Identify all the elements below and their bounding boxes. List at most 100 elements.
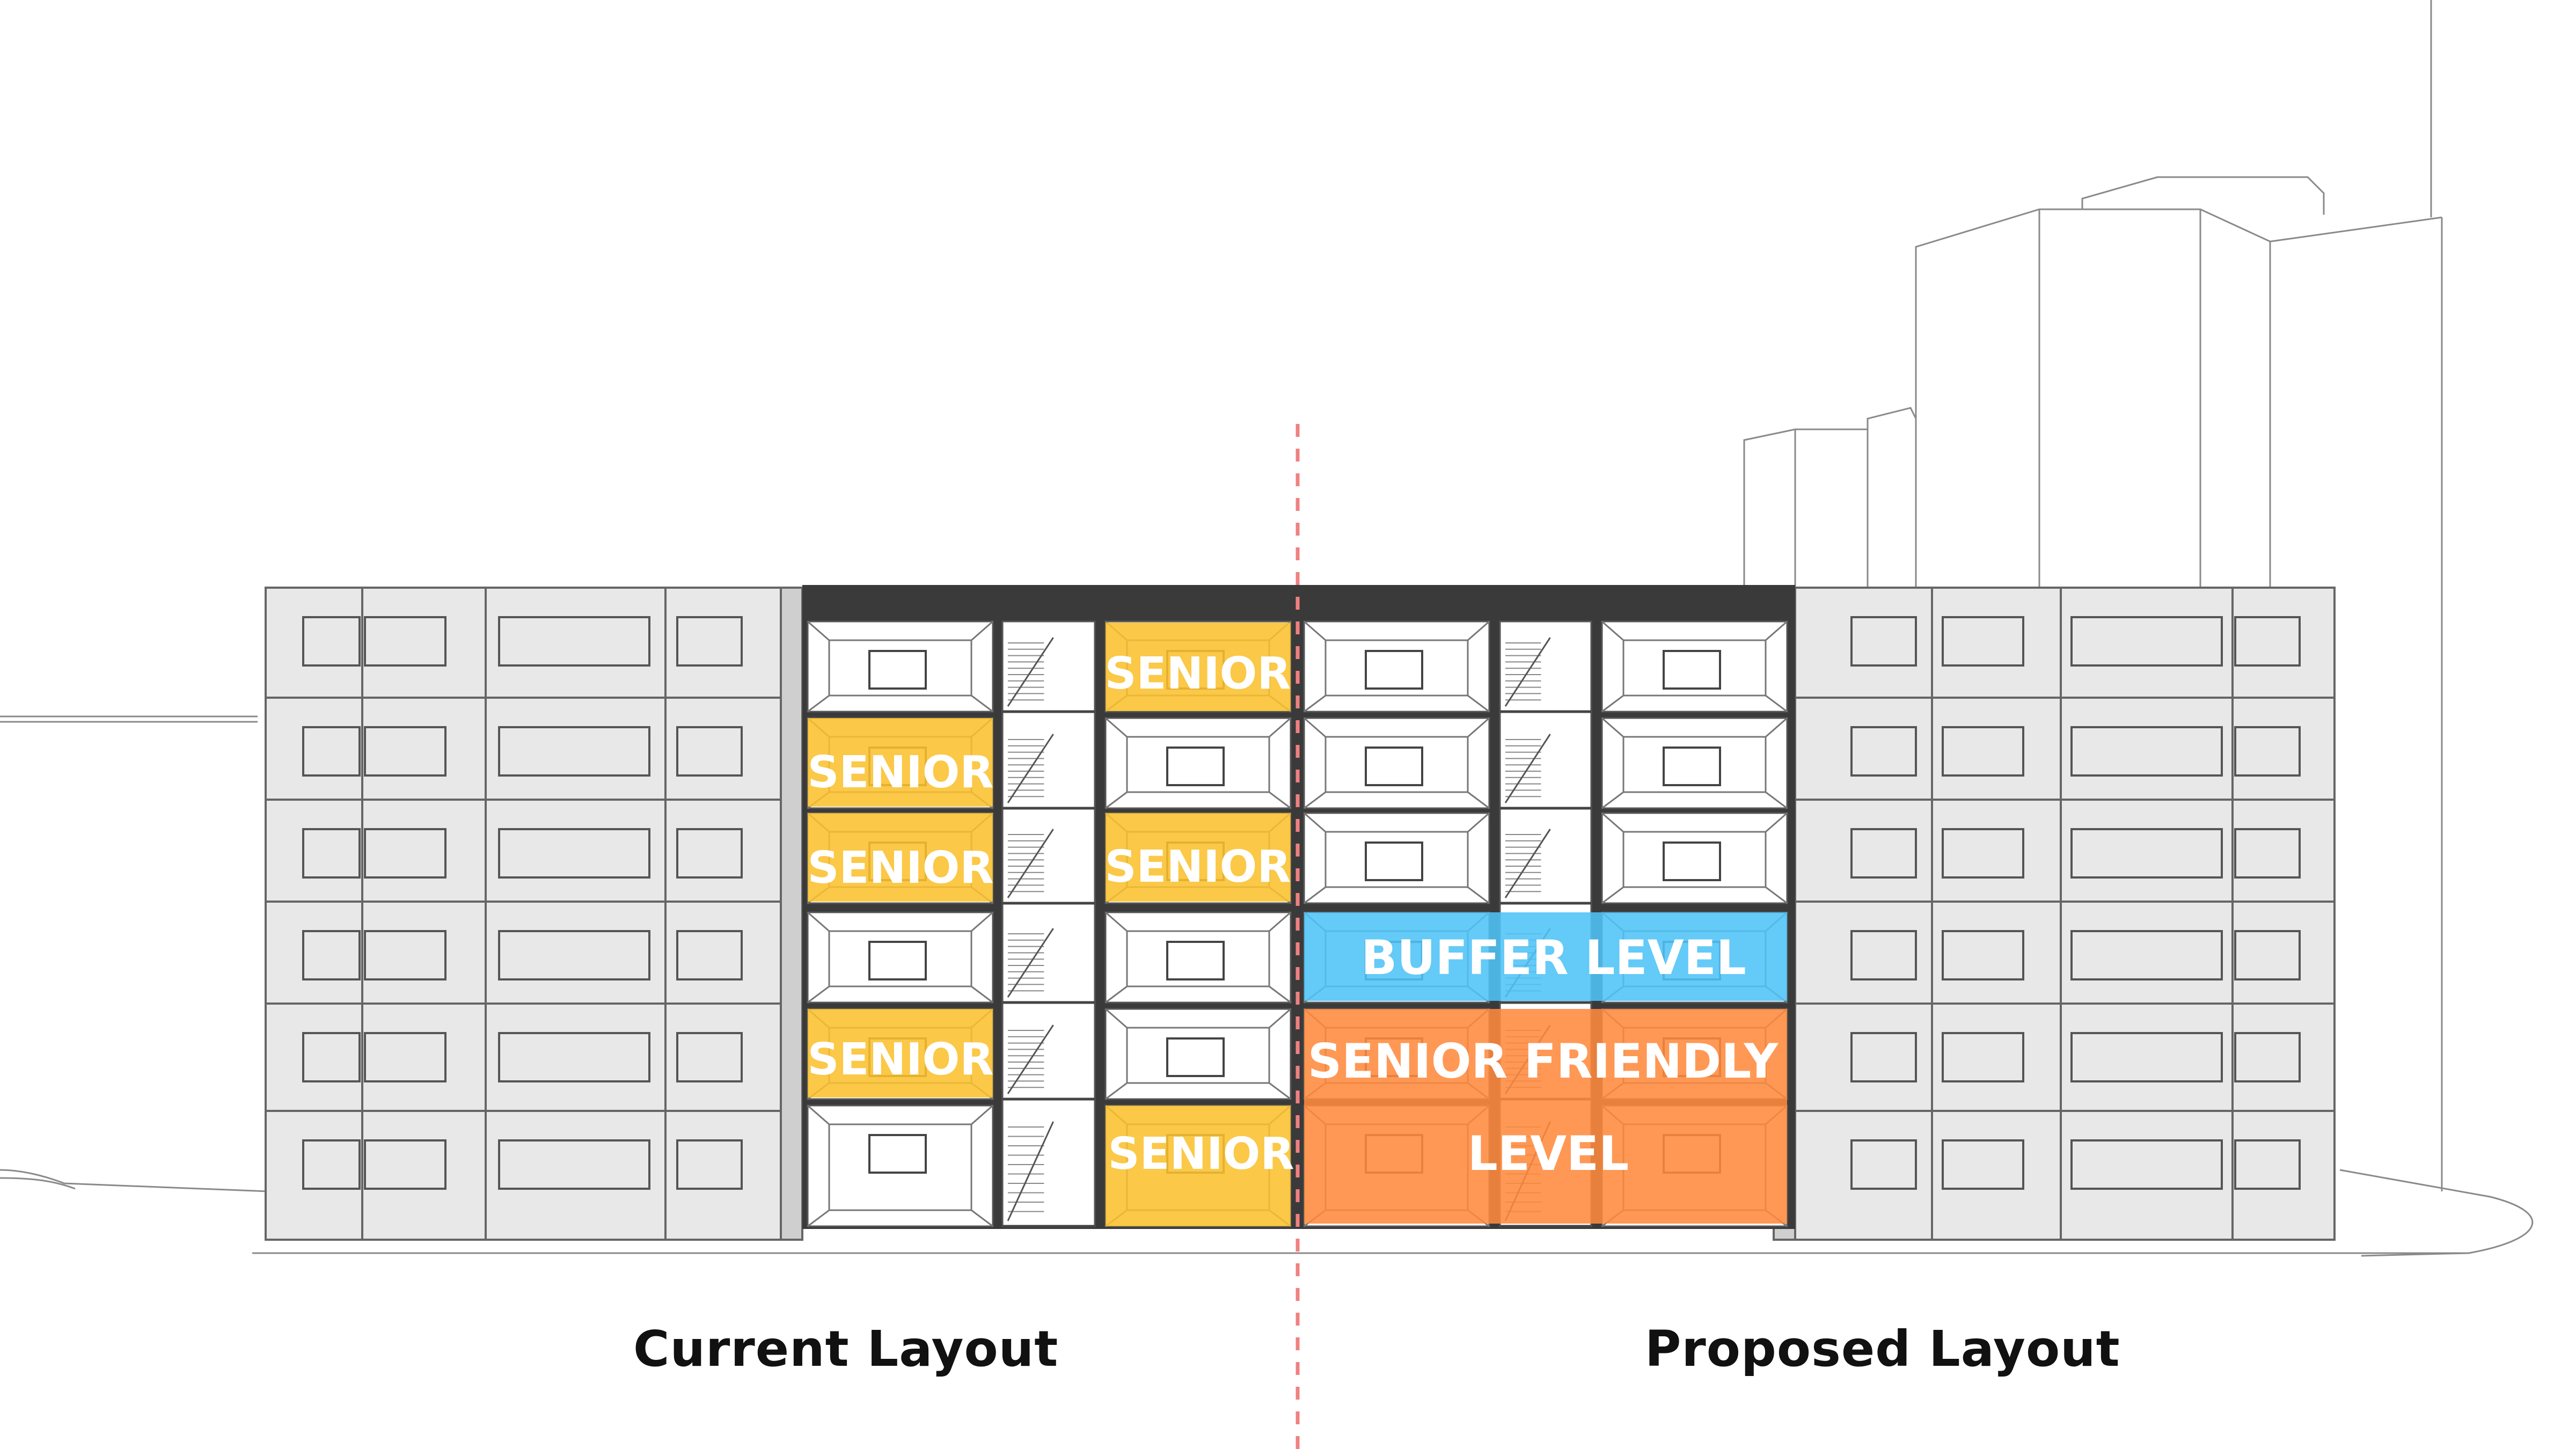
buffer-level-label: BUFFER LEVEL (1361, 930, 1746, 985)
ceiling-line (807, 911, 993, 932)
stair-core (1001, 620, 1096, 1227)
floor-edge (1105, 1082, 1291, 1100)
window (1942, 726, 2024, 777)
window (302, 828, 361, 879)
unit-cell (1601, 812, 1788, 904)
window (302, 1032, 361, 1082)
window (2234, 726, 2301, 777)
window (676, 930, 743, 980)
buffer-level (1304, 912, 1787, 1001)
floor-edge (1105, 791, 1291, 809)
window (1850, 616, 1917, 667)
window (1942, 1032, 2024, 1082)
window (868, 650, 927, 690)
senior-unit-mid-f1 (1106, 1106, 1291, 1226)
window (498, 726, 650, 777)
window (2234, 616, 2301, 667)
window (498, 930, 650, 980)
floor-edge (1105, 985, 1291, 1004)
window (364, 726, 447, 777)
window (676, 828, 743, 879)
senior-unit-mid-f4 (1106, 813, 1291, 902)
window (1663, 747, 1721, 786)
window (498, 1032, 650, 1082)
stair-rail (1007, 637, 1054, 707)
window (676, 1032, 743, 1082)
window (1850, 1139, 1917, 1190)
window (1663, 650, 1721, 690)
ceiling-line (807, 620, 993, 641)
senior-friendly-label-line2: LEVEL (1468, 1126, 1629, 1181)
ceiling-line (807, 1104, 993, 1125)
senior-label: SENIOR (1108, 1129, 1294, 1180)
current-layout-caption: Current Layout (633, 1320, 1059, 1378)
window (2070, 1032, 2223, 1082)
senior-label: SENIOR (807, 747, 993, 798)
senior-label: SENIOR (1104, 648, 1291, 699)
window (364, 1032, 447, 1082)
stair-rail (1007, 734, 1054, 803)
window (302, 1139, 361, 1190)
floor-edge (807, 985, 993, 1004)
window (2070, 828, 2223, 879)
ceiling-line (1105, 1008, 1291, 1029)
floor-edge (1304, 886, 1490, 904)
window (1365, 747, 1423, 786)
senior-units (808, 623, 1291, 1226)
window (676, 616, 743, 667)
proposed-levels (1304, 912, 1787, 1224)
window (2070, 726, 2223, 777)
window (364, 828, 447, 879)
floor-edge (1601, 694, 1788, 713)
floor-edge (1304, 694, 1490, 713)
window (302, 726, 361, 777)
right-wing (1773, 587, 2336, 1241)
window (364, 616, 447, 667)
window (868, 1134, 927, 1174)
ceiling-line (1105, 911, 1291, 932)
window (1850, 726, 1917, 777)
window (1850, 1032, 1917, 1082)
window (2070, 616, 2223, 667)
unit-labels: SENIOR SENIOR SENIOR SENIOR SENIOR SENIO… (807, 648, 1294, 1180)
senior-unit-left-f4 (808, 813, 993, 902)
senior-unit-left-f5 (808, 718, 993, 807)
stair-rail (1007, 829, 1054, 898)
window (498, 828, 650, 879)
window (1942, 616, 2024, 667)
stair-rail (1007, 1024, 1054, 1094)
window (1166, 747, 1225, 786)
senior-friendly-label-line1: SENIOR FRIENDLY (1308, 1034, 1779, 1089)
floor-edge (807, 694, 993, 713)
floor-edge (807, 1209, 993, 1227)
window (2234, 1032, 2301, 1082)
floor-edge (1601, 791, 1788, 809)
proposed-labels: BUFFER LEVEL SENIOR FRIENDLY LEVEL (1308, 930, 1779, 1181)
ceiling-line (1304, 812, 1490, 833)
left-wing (265, 587, 803, 1241)
ceiling-line (1601, 717, 1788, 738)
window (1663, 841, 1721, 881)
window (1365, 650, 1423, 690)
window (1942, 828, 2024, 879)
window (2234, 828, 2301, 879)
stair-rail (1007, 928, 1054, 998)
window (1166, 941, 1225, 980)
window (498, 616, 650, 667)
window (1850, 930, 1917, 980)
floor-edge (1304, 791, 1490, 809)
window (364, 930, 447, 980)
ground (0, 1169, 2534, 1257)
window (676, 1139, 743, 1190)
senior-friendly-level (1304, 1009, 1787, 1224)
senior-label: SENIOR (807, 1034, 993, 1085)
window (1942, 930, 2024, 980)
senior-unit-mid-f6 (1106, 623, 1291, 711)
stair-rail (1504, 829, 1551, 898)
window (1365, 841, 1423, 881)
window (676, 726, 743, 777)
floor-edge (1601, 886, 1788, 904)
window (302, 616, 361, 667)
window (1166, 1037, 1225, 1077)
window (364, 1139, 447, 1190)
